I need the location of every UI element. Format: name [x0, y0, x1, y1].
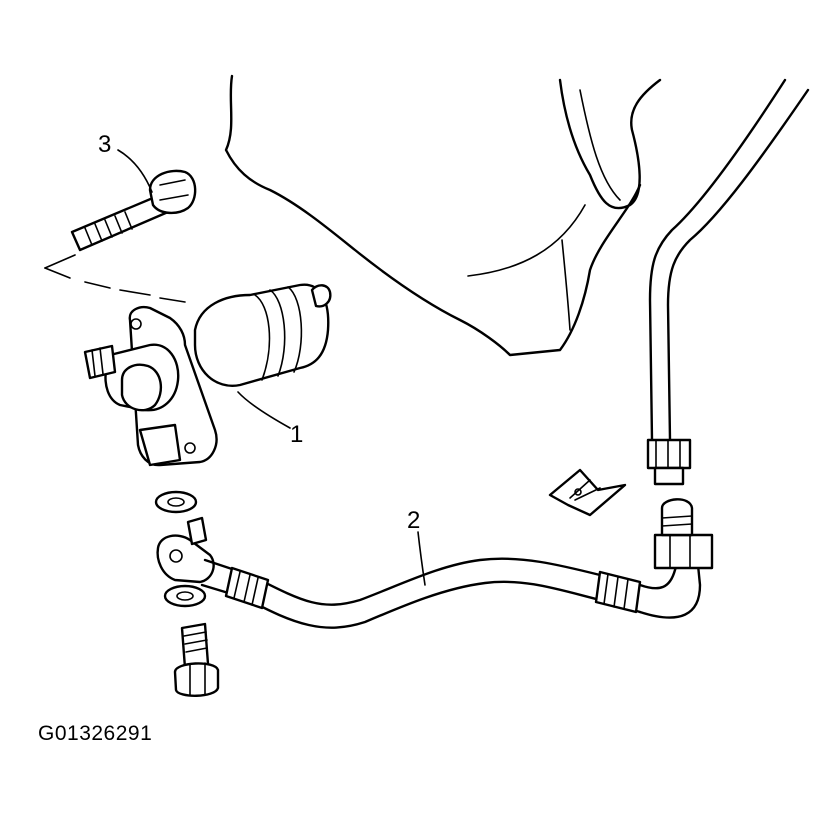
- hydraulic-hose: [154, 490, 714, 629]
- callout-1: 1: [290, 421, 303, 448]
- leader-line-1: [237, 391, 291, 429]
- alignment-line: [44, 235, 186, 303]
- leader-line-3: [117, 149, 153, 193]
- transmission-housing: [224, 74, 662, 357]
- slave-cylinder: [83, 283, 332, 467]
- figure-id-label: G01326291: [38, 722, 153, 745]
- banjo-bolt: [173, 622, 220, 697]
- callout-3: 3: [98, 131, 111, 158]
- hydraulic-hard-line: [646, 78, 810, 486]
- leader-line-2: [417, 531, 426, 586]
- hose-clip: [548, 468, 627, 517]
- callout-2: 2: [407, 507, 420, 534]
- mounting-bolt: [70, 169, 197, 252]
